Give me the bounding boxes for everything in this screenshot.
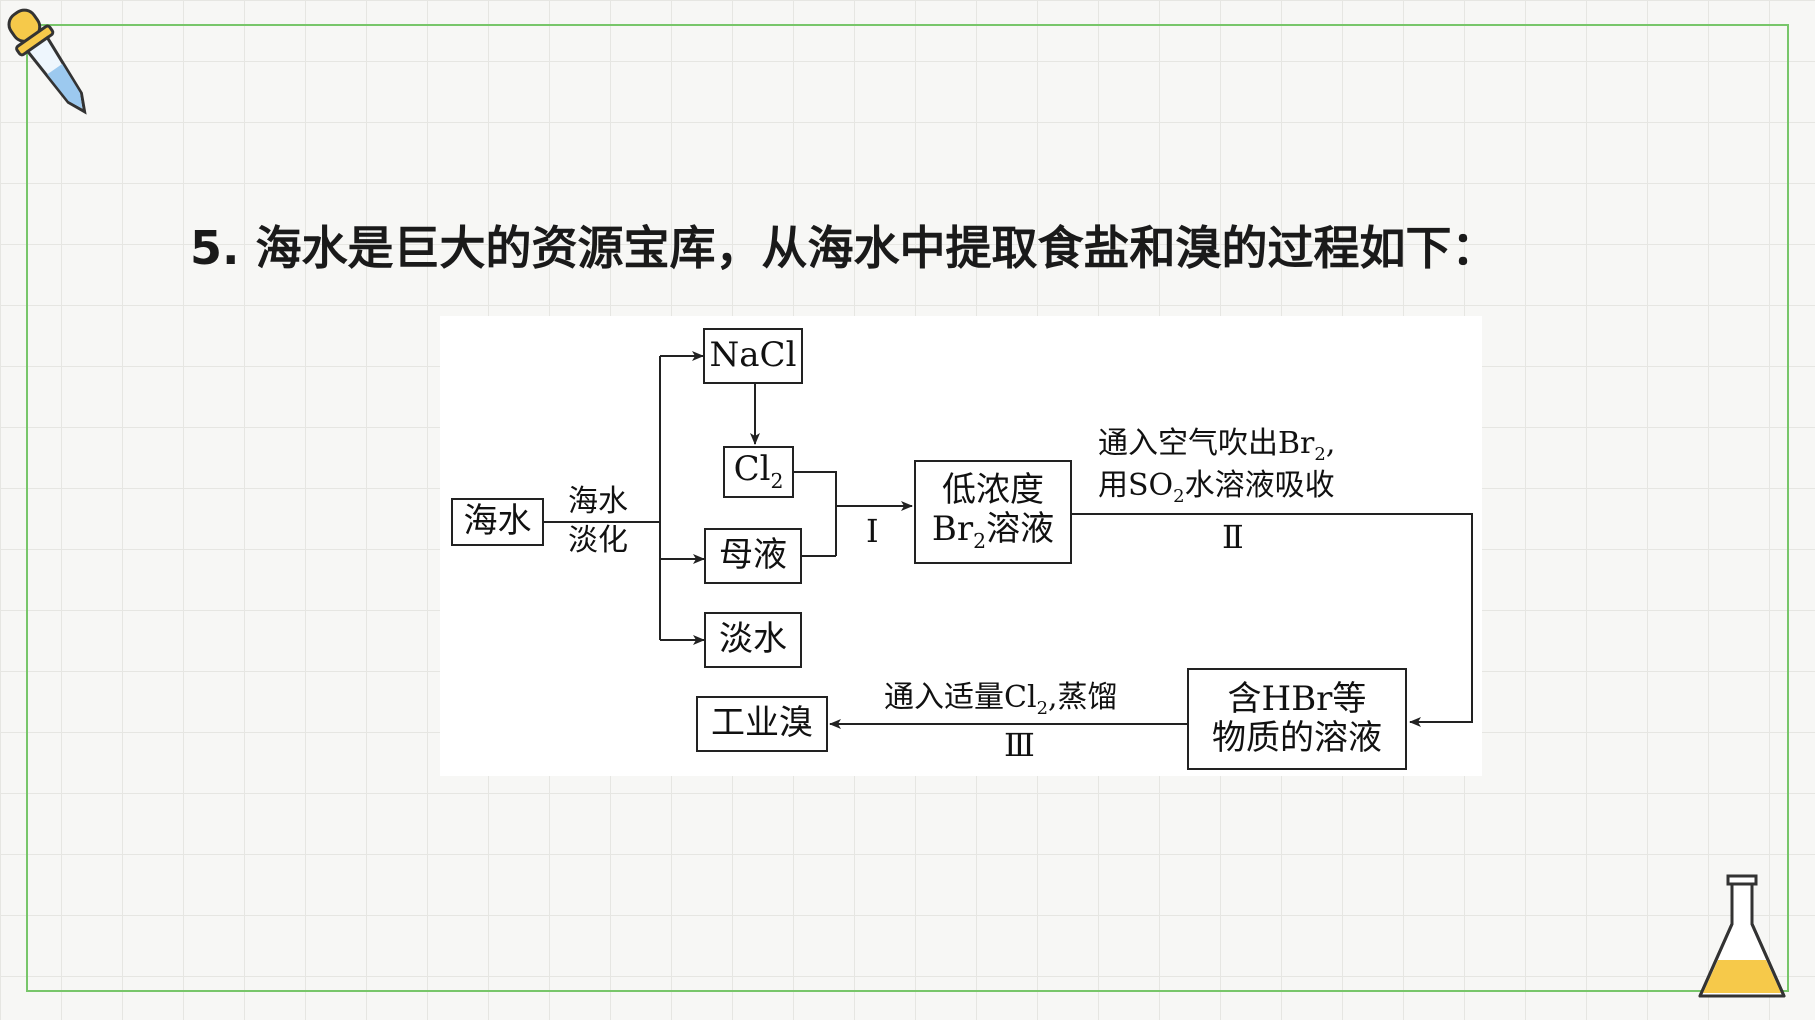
label-step2-roman: Ⅱ [1222,518,1244,556]
label-step1: Ⅰ [866,512,879,550]
node-nacl: NaCl [703,328,803,384]
dropper-icon [7,8,87,115]
node-hbr-solution: 含HBr等 物质的溶液 [1187,668,1407,770]
label-step2: 通入空气吹出Br2, 用SO2水溶液吸收 [1098,426,1336,508]
question-number: 5. [190,221,240,275]
node-cl2: Cl2 [723,446,794,498]
slide-frame [26,24,1789,992]
node-seawater: 海水 [451,498,544,546]
label-step3-roman: Ⅲ [1004,726,1035,764]
flask-icon [1698,874,1786,998]
label-step3: 通入适量Cl2,蒸馏 [884,680,1118,719]
question-title: 5. 海水是巨大的资源宝库，从海水中提取食盐和溴的过程如下： [190,212,1750,278]
edge-lowbr2-hbr [1072,513,1473,727]
flowchart-connectors [544,351,1473,729]
label-desalination: 海水 淡化 [568,484,628,558]
node-mother-liquor: 母液 [704,528,802,584]
node-low-br2: 低浓度 Br2溶液 [914,460,1072,564]
node-fresh-water: 淡水 [704,612,802,668]
node-industrial-br: 工业溴 [696,696,828,752]
question-text: 海水是巨大的资源宝库，从海水中提取食盐和溴的过程如下： [255,221,1498,275]
flowchart: 海水 海水 淡化 NaCl Cl2 母液 淡水 Ⅰ 低浓度 Br2溶液 通入空气… [440,316,1482,776]
edge-cl2-merge [794,471,837,556]
